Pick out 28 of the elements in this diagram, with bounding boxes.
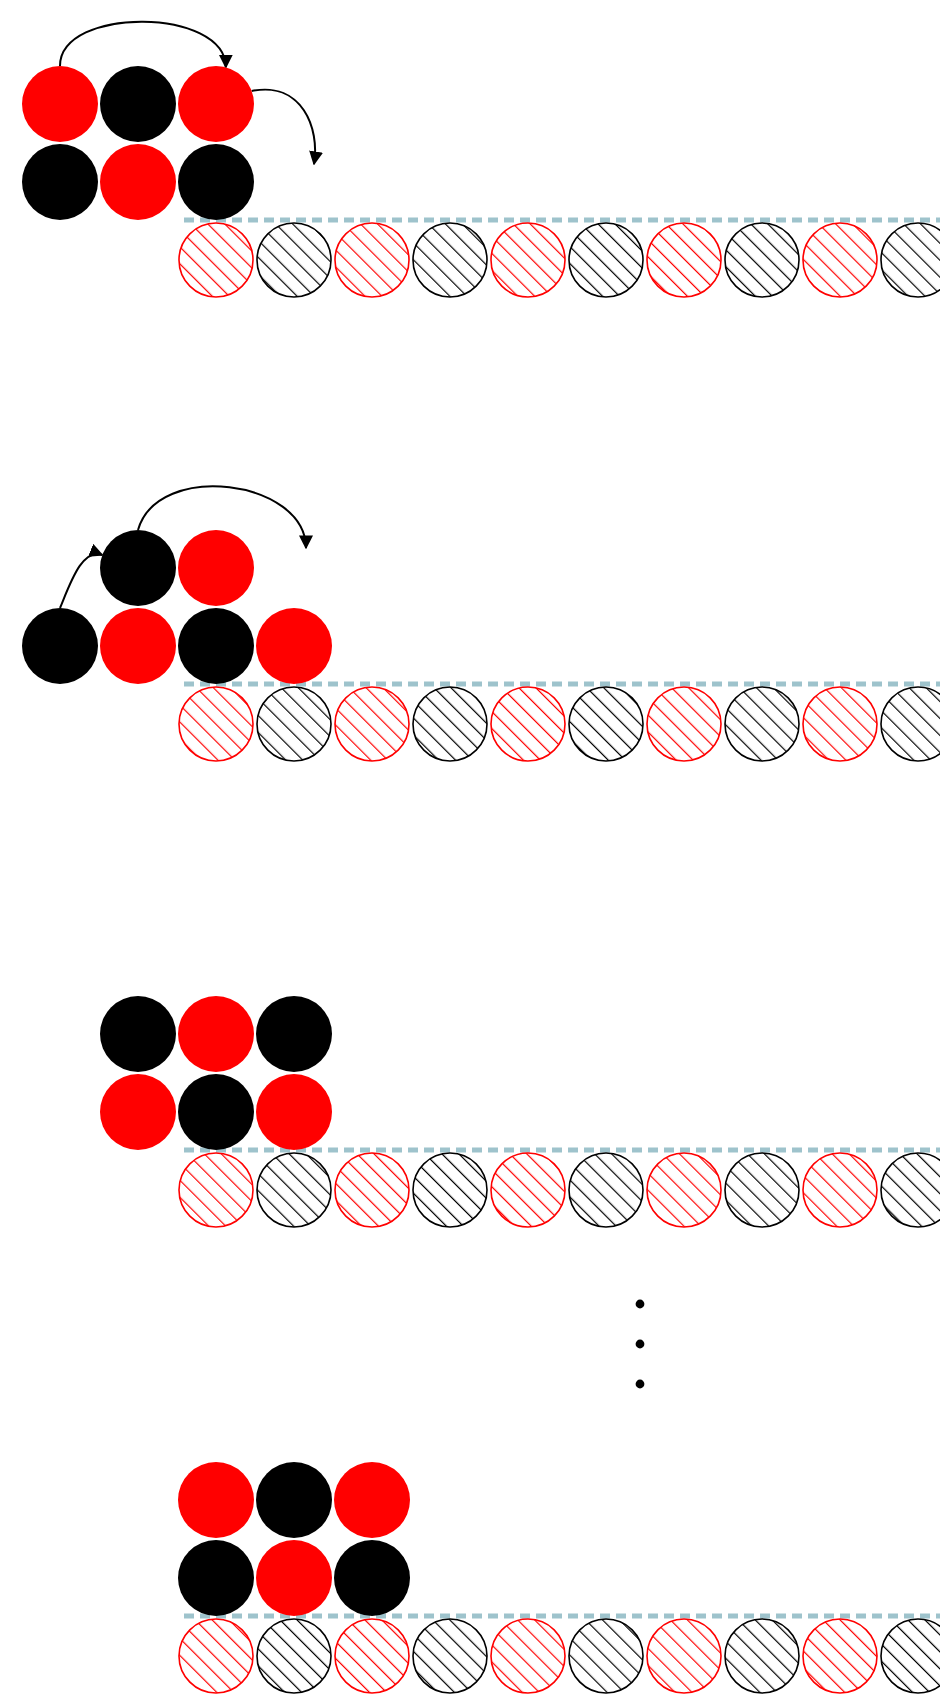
atom-circle (256, 1074, 332, 1150)
atom-circle (178, 66, 254, 142)
arrow (250, 88, 323, 166)
atom-circle (178, 530, 254, 606)
atom-circle (22, 608, 98, 684)
atom-circle (334, 1462, 410, 1538)
atom-circle (256, 608, 332, 684)
atom-circle (100, 530, 176, 606)
atom-circle (334, 1540, 410, 1616)
arrow (59, 545, 104, 609)
atom-circle (100, 1074, 176, 1150)
atom-circle (178, 1074, 254, 1150)
atom-circle (178, 996, 254, 1072)
atom-circle (178, 1462, 254, 1538)
atom-circle (100, 66, 176, 142)
arrow (59, 20, 230, 69)
atom-circle (100, 144, 176, 220)
arrow (137, 485, 311, 550)
atom-circle (256, 996, 332, 1072)
atom-circle (100, 996, 176, 1072)
atom-circle (256, 1540, 332, 1616)
atom-circle (178, 608, 254, 684)
atom-circle (100, 608, 176, 684)
atom-circle (22, 66, 98, 142)
atom-circle (22, 144, 98, 220)
atom-circle (256, 1462, 332, 1538)
atom-circle (178, 144, 254, 220)
atom-circle (178, 1540, 254, 1616)
